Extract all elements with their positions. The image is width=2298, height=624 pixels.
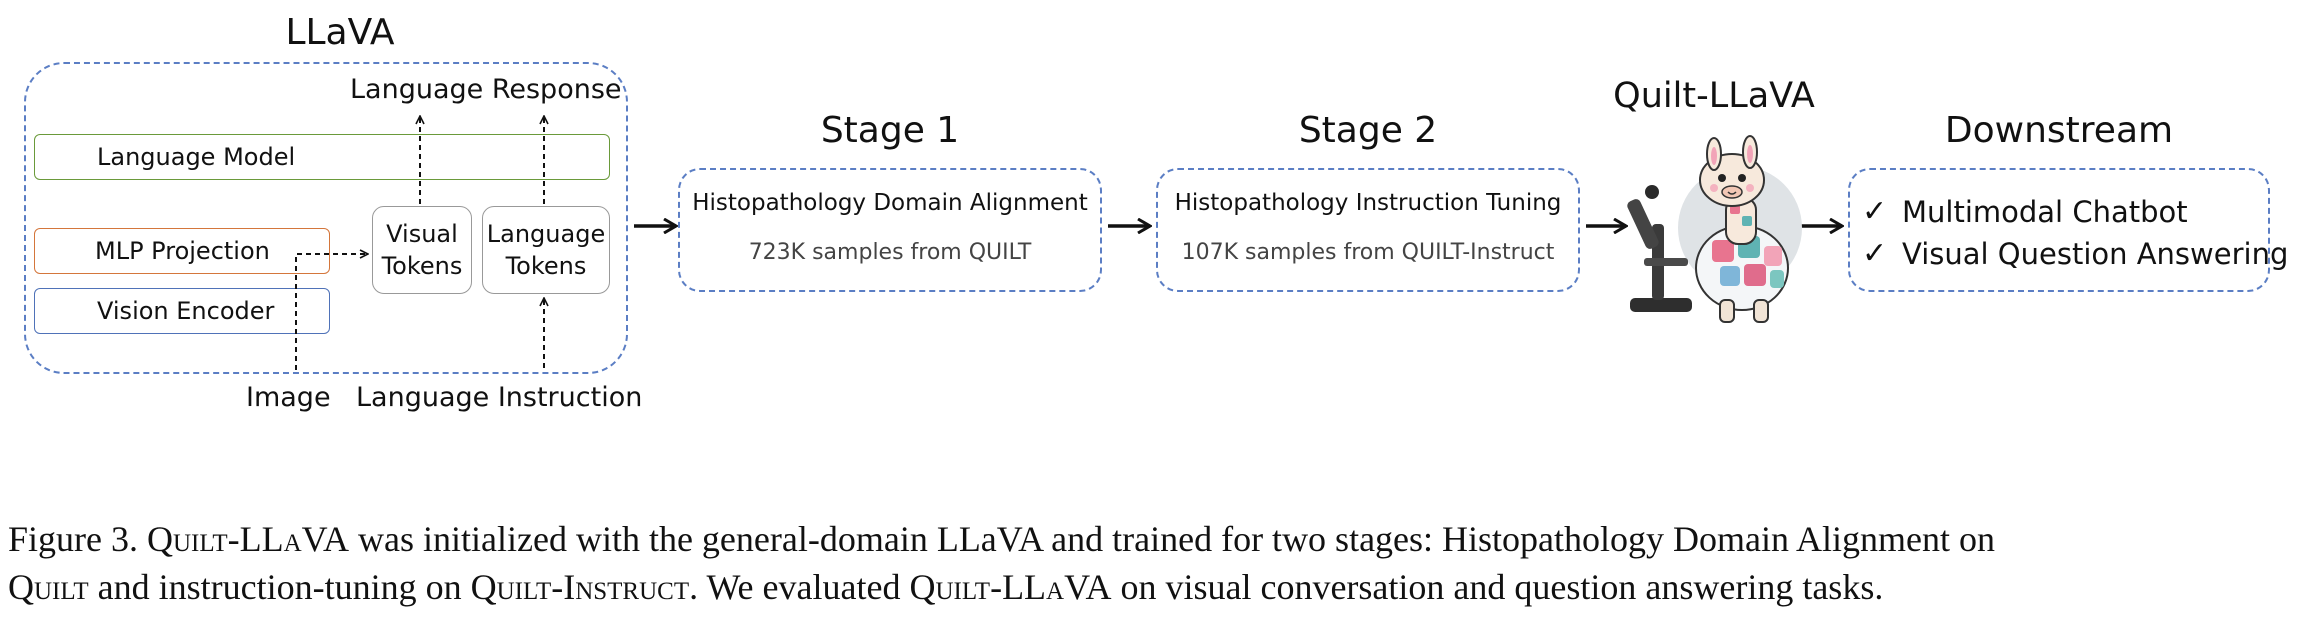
- check-icon: ✓: [1862, 236, 1888, 271]
- caption-text: on visual conversation and question answ…: [1111, 566, 1884, 607]
- downstream-box: [1848, 168, 2270, 292]
- language-tokens-label: Language Tokens: [486, 219, 606, 280]
- downstream-item-label: Visual Question Answering: [1902, 236, 2289, 271]
- downstream-title: Downstream: [1944, 110, 2174, 151]
- mlp-projection-box: MLP Projection: [34, 228, 330, 274]
- language-model-box: Language Model: [34, 134, 610, 180]
- stage2-box: [1156, 168, 1580, 292]
- language-response-label: Language Response: [350, 74, 622, 105]
- language-model-label: Language Model: [97, 143, 296, 171]
- stage2-title: Stage 2: [1298, 110, 1438, 151]
- caption-text: . We evaluated: [689, 566, 910, 607]
- caption-line-1: Figure 3. Quilt-LLaVA was initialized wi…: [8, 516, 1995, 564]
- stage2-name: Histopathology Instruction Tuning: [1174, 190, 1562, 216]
- vision-encoder-label: Vision Encoder: [97, 297, 275, 325]
- llama-scientist-microscope-icon: [1627, 135, 1802, 323]
- llava-title: LLaVA: [285, 12, 395, 53]
- visual-tokens-box: Visual Tokens: [372, 206, 472, 294]
- stage1-samples: 723K samples from QUILT: [748, 240, 1032, 265]
- vision-encoder-box: Vision Encoder: [34, 288, 330, 334]
- caption-line-2: Quilt and instruction-tuning on Quilt-In…: [8, 564, 1995, 612]
- language-instruction-label: Language Instruction: [356, 382, 643, 413]
- language-tokens-box: Language Tokens: [482, 206, 610, 294]
- caption-text: and instruction-tuning on: [88, 566, 471, 607]
- caption-text: was initialized with the general-domain …: [349, 519, 1996, 559]
- caption-dataset-name: Quilt: [8, 566, 89, 607]
- figure-caption: Figure 3. Quilt-LLaVA was initialized wi…: [8, 516, 1995, 611]
- downstream-item-label: Multimodal Chatbot: [1902, 194, 2188, 229]
- stage1-title: Stage 1: [820, 110, 960, 151]
- check-icon: ✓: [1862, 194, 1888, 229]
- downstream-item-chatbot: ✓ Multimodal Chatbot: [1862, 194, 2188, 229]
- caption-model-name: Quilt-LLaVA: [147, 519, 350, 559]
- downstream-item-vqa: ✓ Visual Question Answering: [1862, 236, 2288, 271]
- caption-model-name: Quilt-LLaVA: [909, 566, 1112, 607]
- caption-figure-number: Figure 3.: [8, 519, 147, 559]
- stage1-box: [678, 168, 1102, 292]
- llava-container: [24, 62, 628, 374]
- caption-dataset-name: Quilt-Instruct: [470, 566, 690, 607]
- image-label: Image: [246, 382, 331, 413]
- stage1-name: Histopathology Domain Alignment: [692, 190, 1088, 216]
- stage2-samples: 107K samples from QUILT-Instruct: [1181, 240, 1555, 265]
- arrow-image-to-visual-tokens: [295, 254, 368, 370]
- mlp-projection-label: MLP Projection: [95, 237, 270, 265]
- visual-tokens-label: Visual Tokens: [381, 219, 463, 280]
- model-title: Quilt-LLaVA: [1613, 76, 1815, 116]
